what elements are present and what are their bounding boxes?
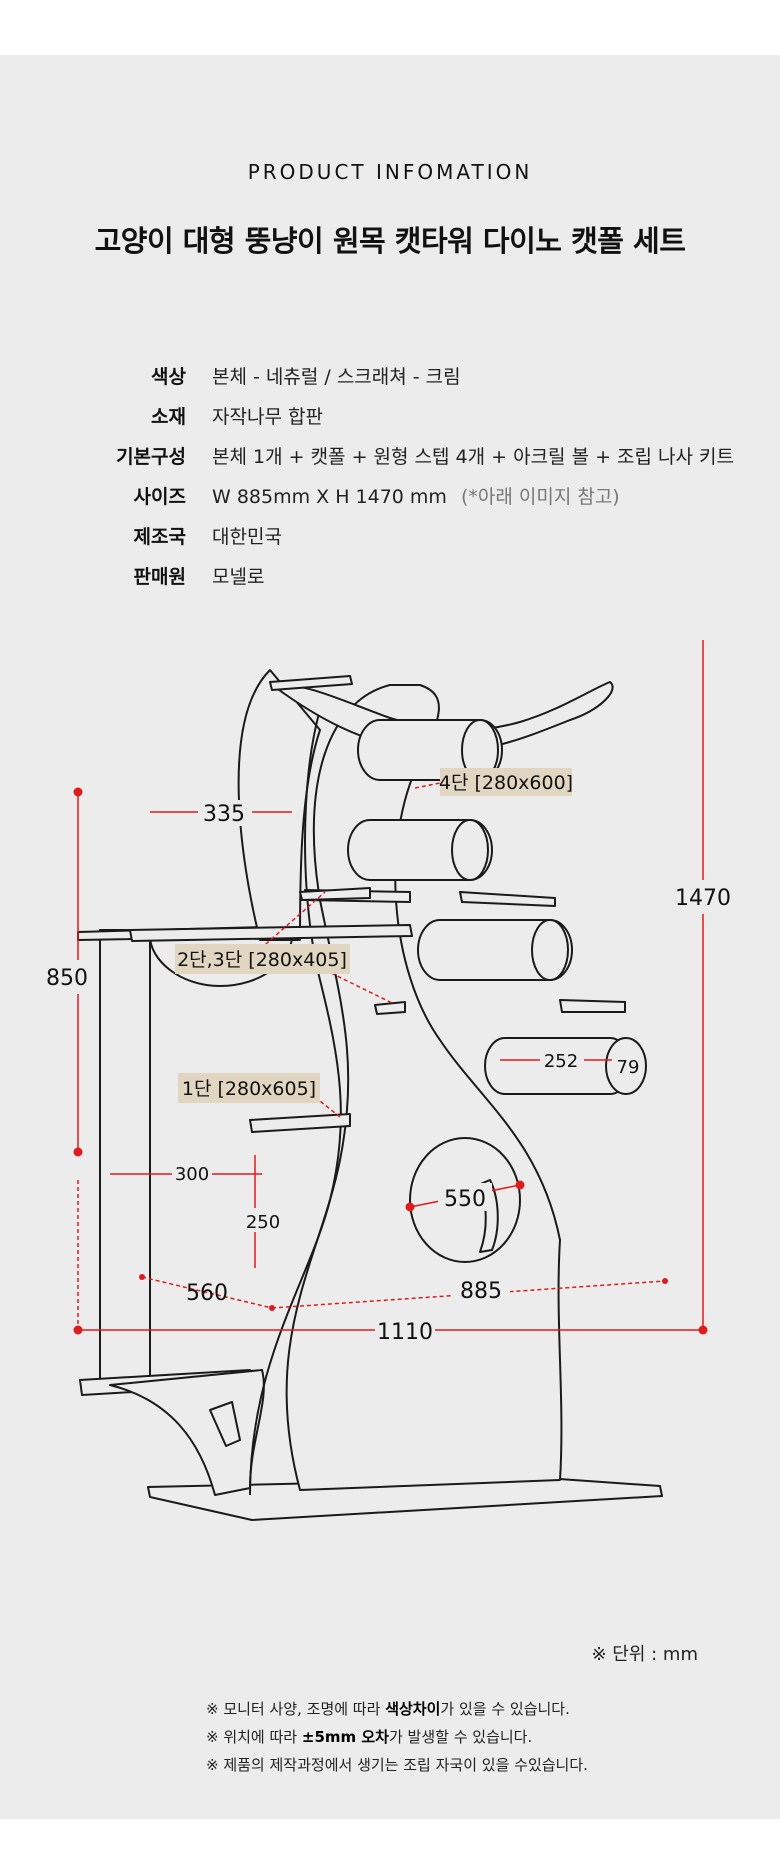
shelf-4: [129, 924, 413, 942]
tag-shelf-23: 2단,3단 [280x405]: [177, 949, 347, 971]
spec-value: W 885mm X H 1470 mm (*아래 이미지 참고): [212, 482, 620, 509]
step-hole: [209, 1401, 241, 1447]
tag23-bg: [175, 944, 350, 974]
tag-shelf-4: 4단 [280x600]: [439, 772, 573, 794]
product-title: 고양이 대형 뚱냥이 원목 캣타워 다이노 캣폴 세트: [94, 224, 686, 258]
notice-list: ※ 모니터 사양, 조명에 따라 색상차이가 있을 수 있습니다. ※ 위치에 …: [206, 1695, 588, 1779]
dim-width-total: 1110: [377, 1320, 433, 1345]
tube-2-end: [451, 819, 489, 881]
spec-label: 소재: [151, 405, 186, 428]
dim-tube-diameter: 79: [617, 1057, 640, 1078]
tag-shelf-1: 1단 [280x605]: [182, 1078, 316, 1100]
tag1-leader: [314, 1096, 341, 1118]
shelf-1: [249, 1113, 351, 1133]
notice-item: ※ 제품의 제작과정에서 생기는 조립 자국이 있을 수있습니다.: [206, 1756, 588, 1774]
spec-size-value: W 885mm X H 1470 mm: [212, 485, 447, 508]
tag23-leader-b: [324, 969, 393, 1004]
dim-step-width: 300: [175, 1164, 209, 1185]
spec-label: 사이즈: [133, 485, 186, 508]
spec-value: 자작나무 합판: [212, 405, 323, 428]
shelf-3: [299, 887, 371, 901]
unit-label: ※ 단위 : mm: [591, 1644, 699, 1665]
dim-shelf: 335: [203, 802, 245, 827]
spec-value: 대한민국: [212, 525, 282, 548]
dim-hole: 550: [444, 1187, 486, 1212]
dim-depth: 560: [186, 1281, 228, 1306]
tag1-bg: [178, 1073, 320, 1103]
dim-tube-length: 252: [544, 1051, 578, 1072]
shelf-2: [374, 1001, 406, 1015]
spec-table: 색상 본체 - 네츄럴 / 스크래쳐 - 크림 소재 자작나무 합판 기본구성 …: [86, 355, 734, 595]
spec-label: 색상: [151, 365, 186, 388]
cat-tower-drawing: [77, 669, 663, 1521]
spec-label: 제조국: [133, 525, 186, 548]
spec-value: 모넬로: [212, 565, 265, 588]
spec-label: 판매원: [133, 565, 186, 588]
dim-depth-line: [141, 1276, 273, 1309]
spec-row-seller: 판매원 모넬로: [86, 555, 734, 595]
notice-item: ※ 위치에 따라 ±5mm 오차가 발생할 수 있습니다.: [206, 1728, 533, 1746]
side-curve: [249, 709, 342, 1496]
spec-row-color: 색상 본체 - 네츄럴 / 스크래쳐 - 크림: [86, 355, 734, 395]
dim-height-left: 850: [46, 966, 88, 991]
spec-size-note: (*아래 이미지 참고): [460, 485, 620, 508]
notice-item: ※ 모니터 사양, 조명에 따라 색상차이가 있을 수 있습니다.: [206, 1700, 570, 1718]
tag4-bg: [440, 768, 572, 796]
spec-row-components: 기본구성 본체 1개 + 캣폴 + 원형 스텝 4개 + 아크릴 볼 + 조립 …: [86, 435, 734, 475]
shelf-2b: [559, 999, 626, 1013]
dimension-labels: 1470 850 1110 560 885 335 252 79 550 300…: [40, 800, 732, 1345]
spec-value: 본체 1개 + 캣폴 + 원형 스텝 4개 + 아크릴 볼 + 조립 나사 키트: [212, 445, 735, 468]
acrylic-ball-end: [605, 1037, 647, 1095]
spec-value: 본체 - 네츄럴 / 스크래쳐 - 크림: [212, 365, 461, 388]
cat-tower-dimension-diagram: 4단 [280x600] 2단,3단 [280x405] 1단 [280x605…: [40, 640, 732, 1521]
top-rail: [269, 675, 353, 691]
left-pole: [99, 929, 151, 1381]
spec-label: 기본구성: [116, 445, 186, 468]
dim-step-height: 250: [246, 1212, 280, 1233]
spec-row-size: 사이즈 W 885mm X H 1470 mm (*아래 이미지 참고): [86, 475, 734, 515]
dim-height-total: 1470: [675, 886, 731, 911]
dimension-dots: [73, 787, 708, 1335]
dim-width-base: 885: [460, 1279, 502, 1304]
shelf-tags: 4단 [280x600] 2단,3단 [280x405] 1단 [280x605…: [175, 768, 573, 1103]
step-body: [109, 1369, 265, 1496]
section-eyebrow: PRODUCT INFOMATION: [247, 160, 533, 184]
spec-row-origin: 제조국 대한민국: [86, 515, 734, 555]
tag4-leader: [414, 782, 441, 789]
spec-row-material: 소재 자작나무 합판: [86, 395, 734, 435]
shelf-3b: [459, 891, 556, 907]
tube-3-end: [531, 919, 569, 981]
